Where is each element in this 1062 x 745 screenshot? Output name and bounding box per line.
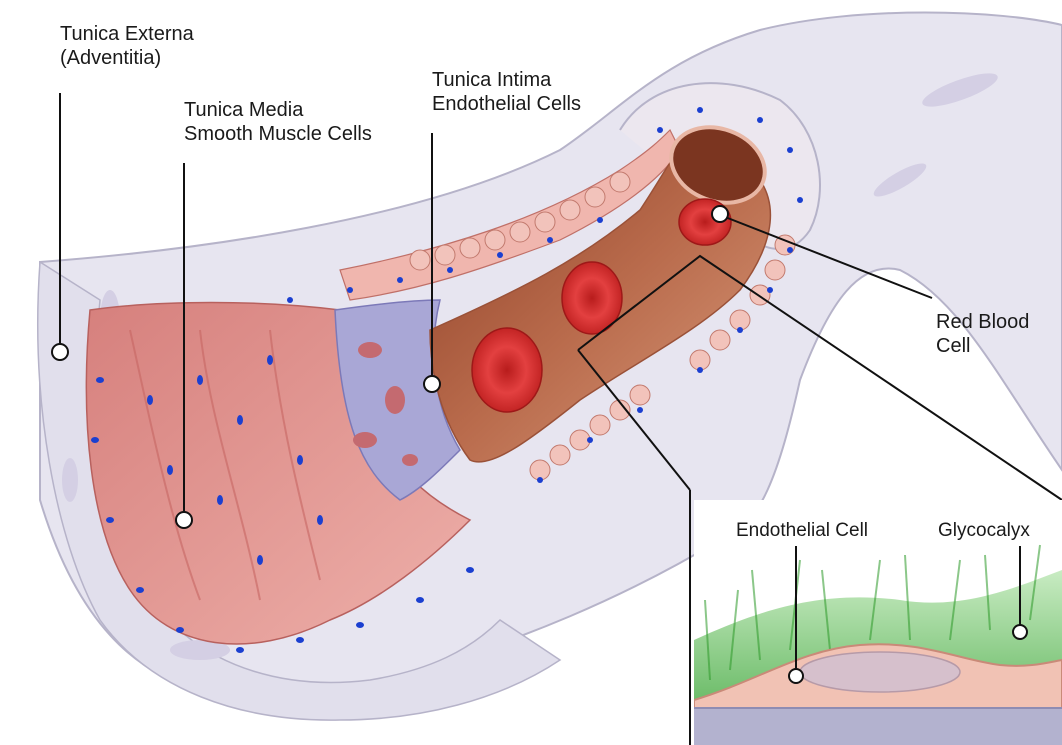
callout-dot-endothelial-cell — [789, 669, 803, 683]
callout-dot-media — [176, 512, 192, 528]
label-glycocalyx: Glycocalyx — [938, 520, 1030, 542]
label-tunica-media: Tunica Media Smooth Muscle Cells — [184, 98, 372, 146]
callout-dot-glycocalyx — [1013, 625, 1027, 639]
label-line: Tunica Externa — [60, 22, 194, 46]
label-line: Smooth Muscle Cells — [184, 122, 372, 146]
label-tunica-externa: Tunica Externa (Adventitia) — [60, 22, 194, 70]
red-blood-cell — [472, 328, 542, 412]
label-red-blood-cell: Red Blood Cell — [936, 310, 1029, 358]
callout-dot-rbc — [712, 206, 728, 222]
label-line: Endothelial Cells — [432, 92, 581, 116]
label-line: (Adventitia) — [60, 46, 194, 70]
label-endothelial-cell: Endothelial Cell — [736, 520, 868, 542]
label-tunica-intima: Tunica Intima Endothelial Cells — [432, 68, 581, 116]
callout-dot-intima — [424, 376, 440, 392]
label-line: Red Blood — [936, 310, 1029, 334]
callout-dot-externa — [52, 344, 68, 360]
label-line: Cell — [936, 334, 1029, 358]
label-line: Tunica Media — [184, 98, 372, 122]
label-line: Tunica Intima — [432, 68, 581, 92]
